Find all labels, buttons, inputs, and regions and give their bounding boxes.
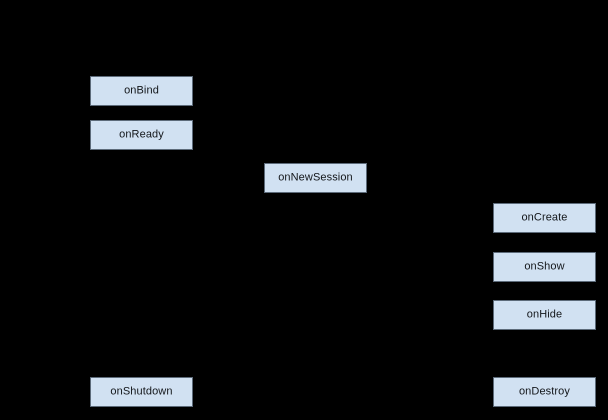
node-on-destroy[interactable]: onDestroy xyxy=(493,377,596,407)
node-label: onShutdown xyxy=(110,385,173,397)
node-label: onNewSession xyxy=(278,171,353,183)
node-label: onBind xyxy=(124,84,159,96)
node-on-shutdown[interactable]: onShutdown xyxy=(90,377,193,407)
node-label: onReady xyxy=(119,128,164,140)
node-on-bind[interactable]: onBind xyxy=(90,76,193,106)
node-label: onDestroy xyxy=(518,385,571,397)
node-label: onCreate xyxy=(521,211,568,223)
node-on-hide[interactable]: onHide xyxy=(493,300,596,330)
node-on-ready[interactable]: onReady xyxy=(90,120,193,150)
node-on-create[interactable]: onCreate xyxy=(493,203,596,233)
node-label: onShow xyxy=(524,260,565,272)
node-on-new-session[interactable]: onNewSession xyxy=(264,163,367,193)
node-label: onHide xyxy=(526,308,563,320)
node-on-show[interactable]: onShow xyxy=(493,252,596,282)
